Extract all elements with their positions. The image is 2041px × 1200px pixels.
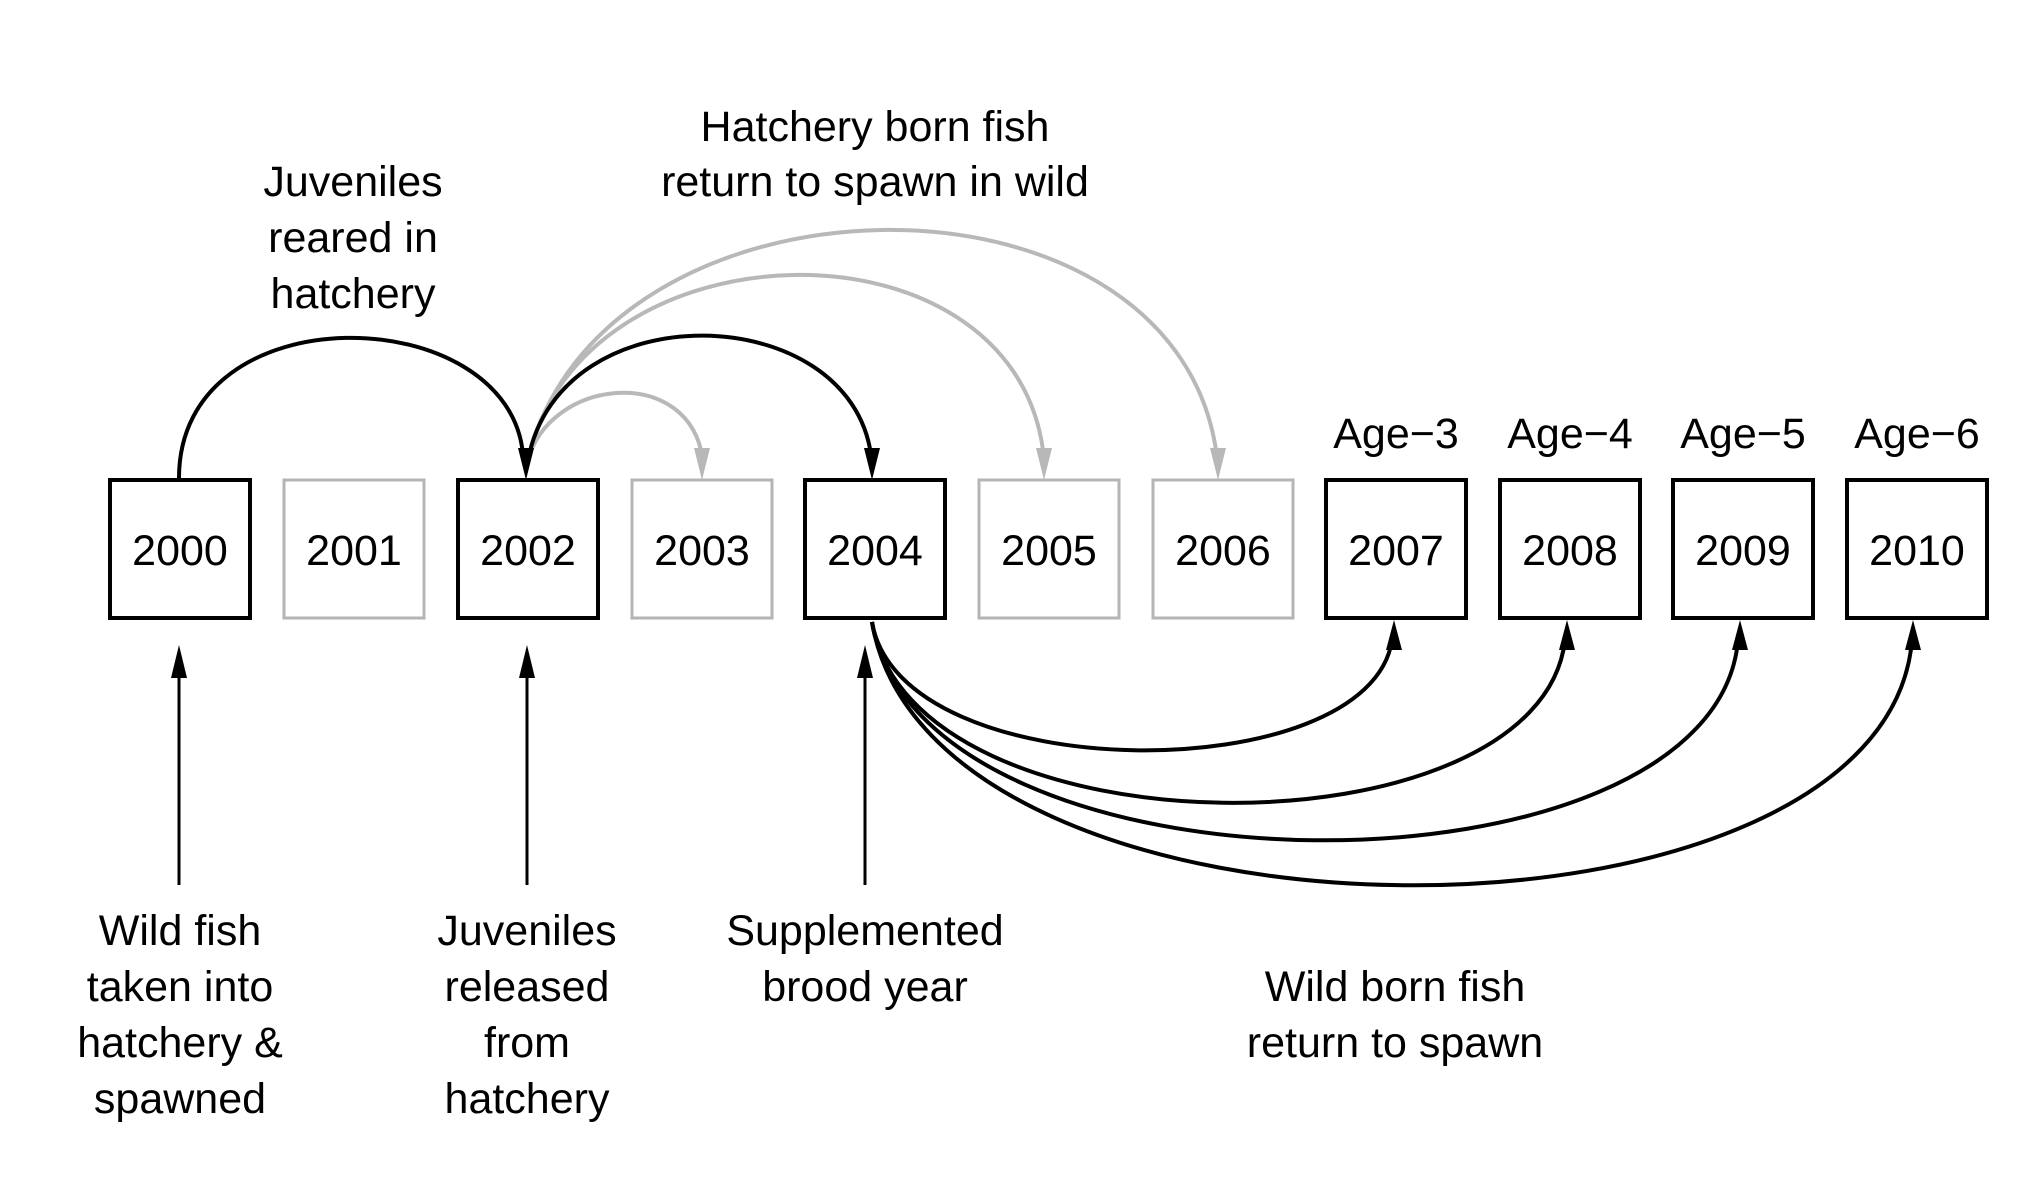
- annotation-wild-return-line-2: return to spawn: [1247, 1019, 1543, 1067]
- annotation-reared-line-2: reared in: [268, 214, 438, 262]
- lower-arcs: [870, 621, 1914, 888]
- year-box-2004: [803, 478, 947, 620]
- year-label-2004: 2004: [827, 527, 923, 575]
- upper-arrowheads: [518, 448, 1226, 480]
- annotation-released: Juveniles released from hatchery: [437, 907, 616, 1123]
- annotation-reared-line-3: hatchery: [271, 270, 436, 318]
- year-box-2000: [108, 478, 252, 620]
- annotation-wild-return: Wild born fish return to spawn: [1247, 963, 1543, 1067]
- lower-arrowheads: [1386, 620, 1921, 650]
- year-label-2010: 2010: [1869, 527, 1965, 575]
- year-box-2008: [1498, 478, 1642, 620]
- year-labels: 2000 2001 2002 2003 2004 2005 2006 2007 …: [132, 527, 1965, 575]
- annotation-hatchery-return-line-1: Hatchery born fish: [701, 103, 1050, 151]
- age-label-5: Age−5: [1680, 410, 1806, 458]
- year-box-2010: [1845, 478, 1989, 620]
- annotation-released-line-4: hatchery: [445, 1075, 610, 1123]
- annotation-brood-year-line-1: Supplemented: [726, 907, 1003, 955]
- arc-2004-to-2009: [870, 621, 1740, 843]
- year-label-2005: 2005: [1001, 527, 1097, 575]
- year-box-2001: [282, 478, 426, 620]
- arc-2004-to-2007: [870, 621, 1394, 753]
- arc-2004-to-2008: [870, 621, 1567, 805]
- annotation-hatchery-return: Hatchery born fish return to spawn in wi…: [661, 103, 1089, 206]
- annotation-brood-year: Supplemented brood year: [726, 907, 1003, 1011]
- year-label-2000: 2000: [132, 527, 228, 575]
- year-box-2003: [630, 478, 774, 620]
- year-box-2009: [1671, 478, 1815, 620]
- arrowhead-2003: [694, 448, 710, 480]
- annotation-wild-taken-line-3: hatchery &: [77, 1019, 283, 1067]
- annotation-wild-taken: Wild fish taken into hatchery & spawned: [77, 907, 283, 1123]
- arrowhead-brood-year: [857, 645, 873, 678]
- annotation-reared: Juveniles reared in hatchery: [263, 158, 442, 318]
- arrowhead-2005: [1036, 448, 1052, 480]
- age-label-3: Age−3: [1333, 410, 1459, 458]
- annotation-wild-taken-line-1: Wild fish: [99, 907, 261, 955]
- annotation-brood-year-line-2: brood year: [762, 963, 968, 1011]
- year-box-2002: [456, 478, 600, 620]
- arrowhead-2006: [1210, 448, 1226, 480]
- year-label-2002: 2002: [480, 527, 576, 575]
- year-label-2007: 2007: [1348, 527, 1444, 575]
- year-box-2005: [977, 478, 1121, 620]
- arc-2002-to-2004: [526, 333, 873, 461]
- annotation-reared-line-1: Juveniles: [263, 158, 442, 206]
- annotation-arrows: [171, 645, 873, 885]
- age-label-6: Age−6: [1854, 410, 1980, 458]
- year-label-2008: 2008: [1522, 527, 1618, 575]
- year-boxes: [108, 478, 1989, 620]
- year-box-2007: [1324, 478, 1468, 620]
- annotation-released-line-3: from: [484, 1019, 570, 1067]
- annotation-wild-return-line-1: Wild born fish: [1265, 963, 1525, 1011]
- year-label-2001: 2001: [306, 527, 402, 575]
- annotation-wild-taken-line-2: taken into: [87, 963, 273, 1011]
- year-label-2006: 2006: [1175, 527, 1271, 575]
- age-labels: Age−3 Age−4 Age−5 Age−6: [1333, 410, 1980, 458]
- arc-2002-to-2003: [526, 390, 703, 461]
- arc-2000-to-2002: [177, 335, 525, 479]
- arrowhead-wild-taken: [171, 645, 187, 678]
- arrowhead-released: [519, 645, 535, 678]
- year-label-2003: 2003: [654, 527, 750, 575]
- upper-arcs: [177, 227, 1218, 479]
- age-label-4: Age−4: [1507, 410, 1633, 458]
- arc-2004-to-2010: [870, 621, 1914, 888]
- arc-2002-to-2005: [526, 272, 1045, 461]
- annotation-wild-taken-line-4: spawned: [94, 1075, 266, 1123]
- arrowhead-2009: [1732, 620, 1748, 650]
- arrowhead-2004: [864, 448, 880, 480]
- year-box-2006: [1151, 478, 1295, 620]
- arrowhead-2007: [1386, 620, 1402, 650]
- annotation-released-line-2: released: [445, 963, 610, 1011]
- arc-2002-to-2006: [526, 227, 1218, 461]
- arrowhead-2002: [518, 448, 534, 480]
- year-label-2009: 2009: [1695, 527, 1791, 575]
- arrowhead-2008: [1559, 620, 1575, 650]
- annotation-hatchery-return-line-2: return to spawn in wild: [661, 158, 1089, 206]
- annotation-released-line-1: Juveniles: [437, 907, 616, 955]
- arrowhead-2010: [1905, 620, 1921, 650]
